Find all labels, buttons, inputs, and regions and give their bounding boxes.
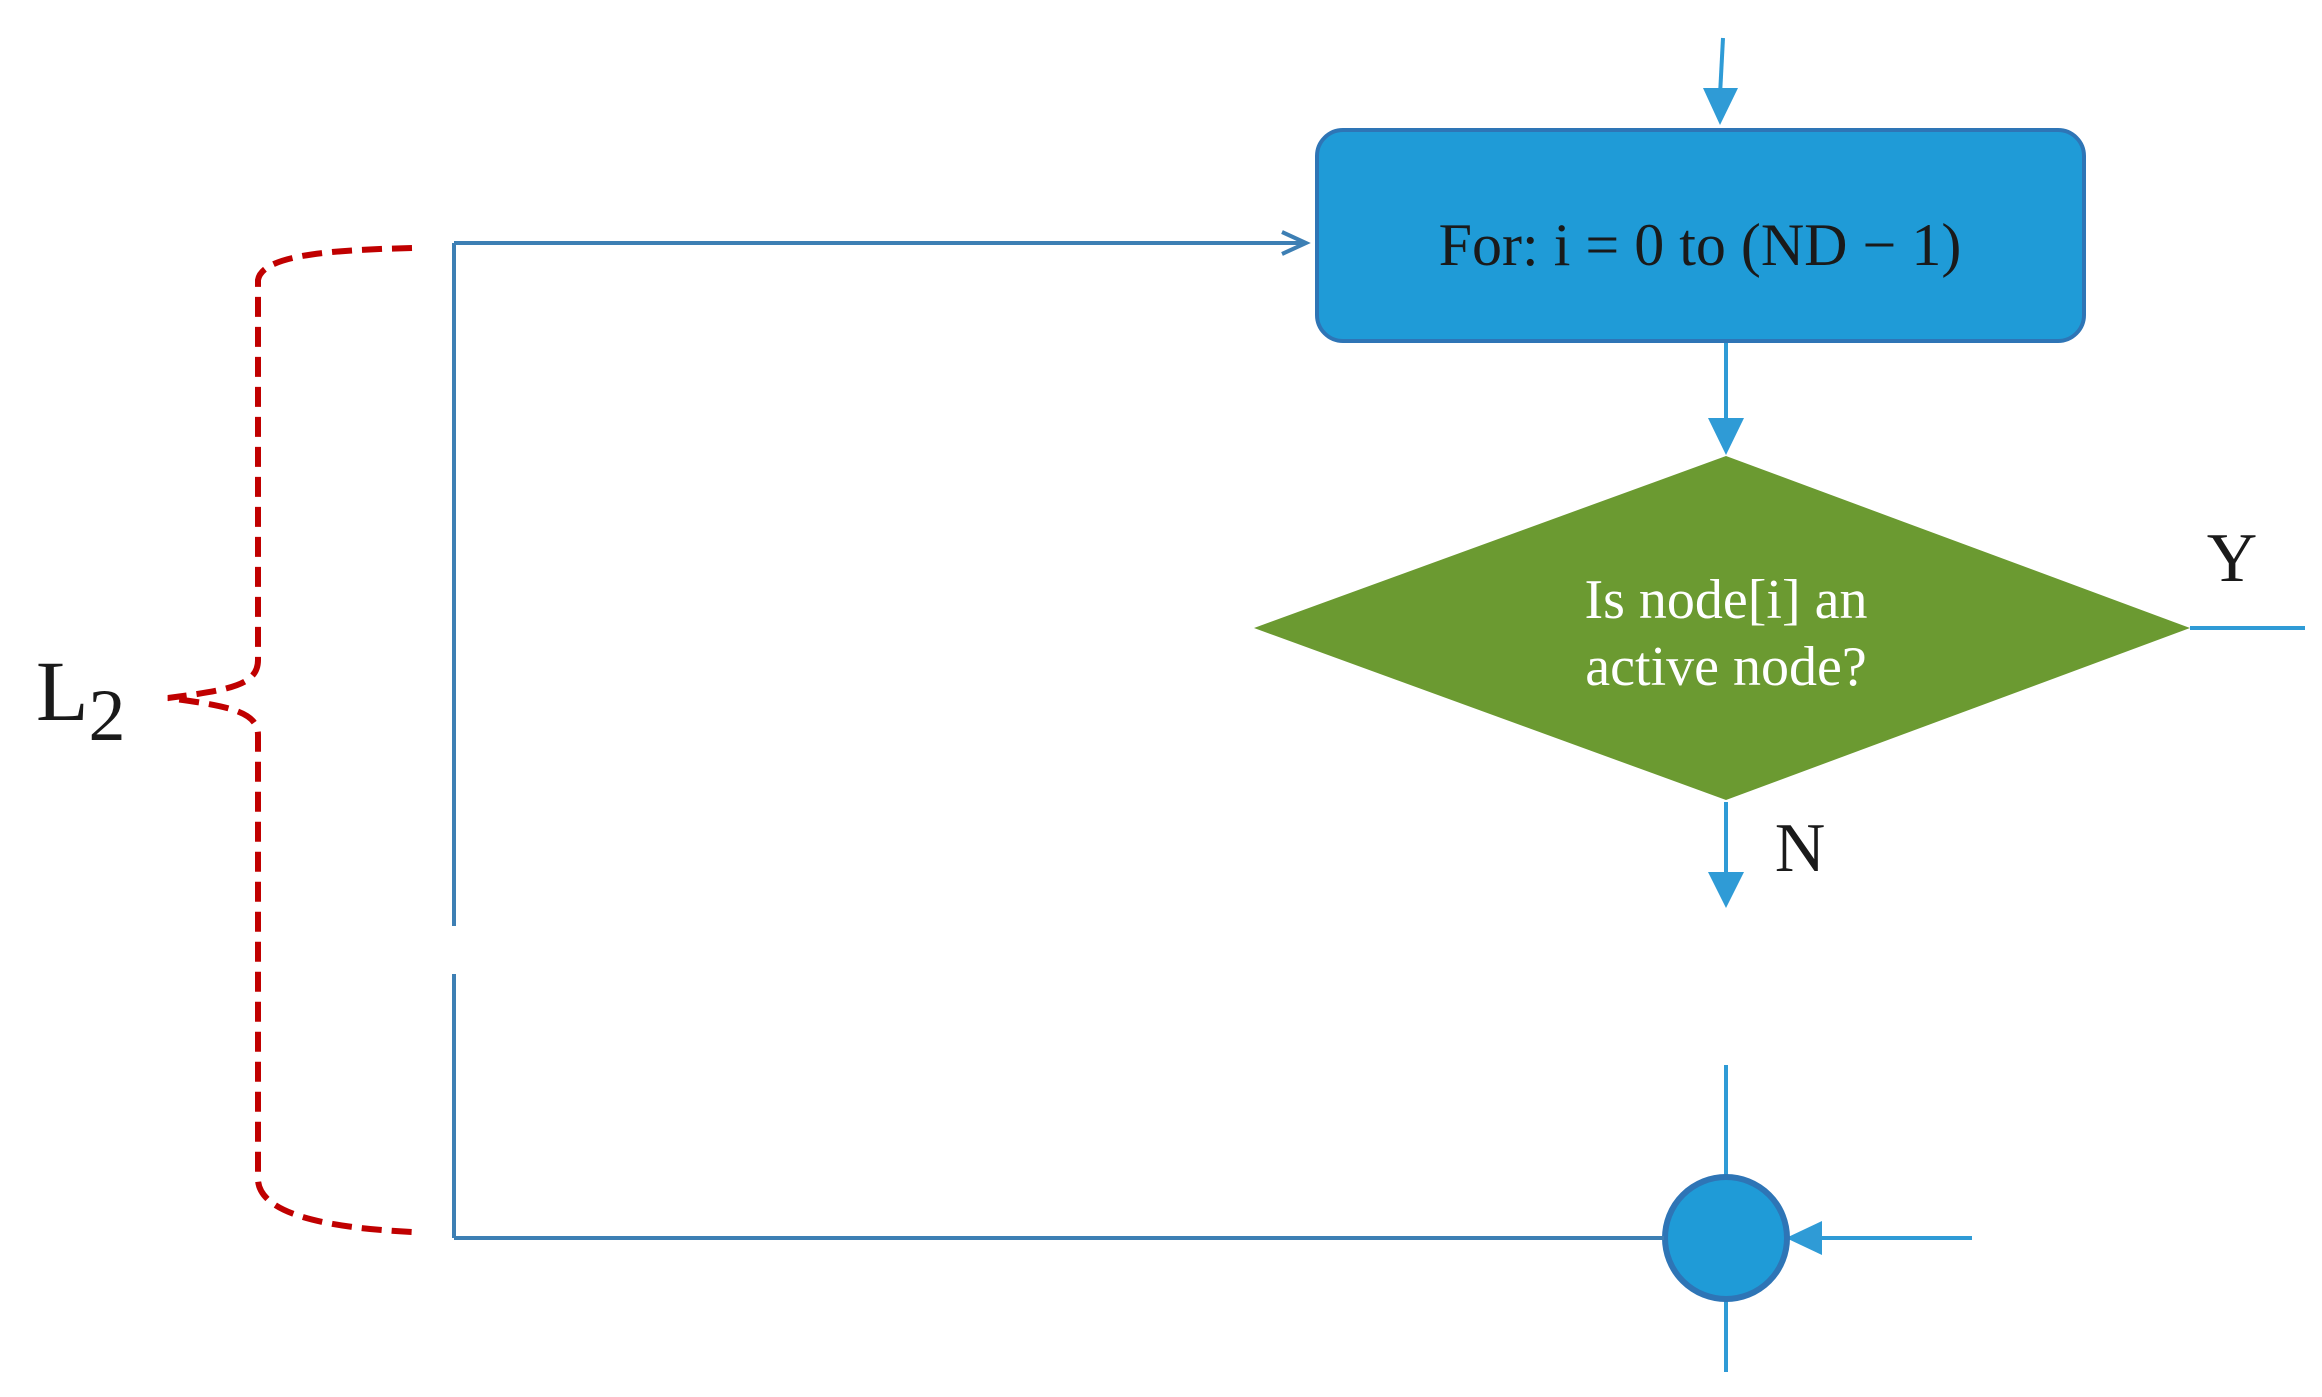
loop-label-base: L	[36, 643, 89, 739]
merge-circle	[1662, 1174, 1790, 1302]
box-to-decision-arrow	[1708, 343, 1744, 455]
loop-brace	[167, 245, 413, 1235]
loop-back-line	[452, 230, 1664, 1240]
decision-diamond: Is node[i] an active node?	[1254, 456, 2190, 800]
no-branch-arrow: N	[1708, 802, 1825, 908]
no-label: N	[1775, 810, 1826, 887]
decision-label-line2: active node?	[1585, 636, 1866, 698]
merge-node	[1662, 1065, 1972, 1372]
loop-box-label: For: i = 0 to (ND − 1)	[1439, 212, 1962, 278]
yes-branch: Y	[2190, 520, 2305, 630]
loop-label: L2	[36, 643, 126, 757]
loop-label-subscript: 2	[89, 675, 126, 757]
entry-arrow	[1703, 37, 1738, 125]
svg-text:L2: L2	[36, 643, 126, 757]
loop-box: For: i = 0 to (ND − 1)	[1315, 128, 2086, 343]
yes-label: Y	[2207, 520, 2258, 597]
decision-label-line1: Is node[i] an	[1584, 569, 1867, 631]
